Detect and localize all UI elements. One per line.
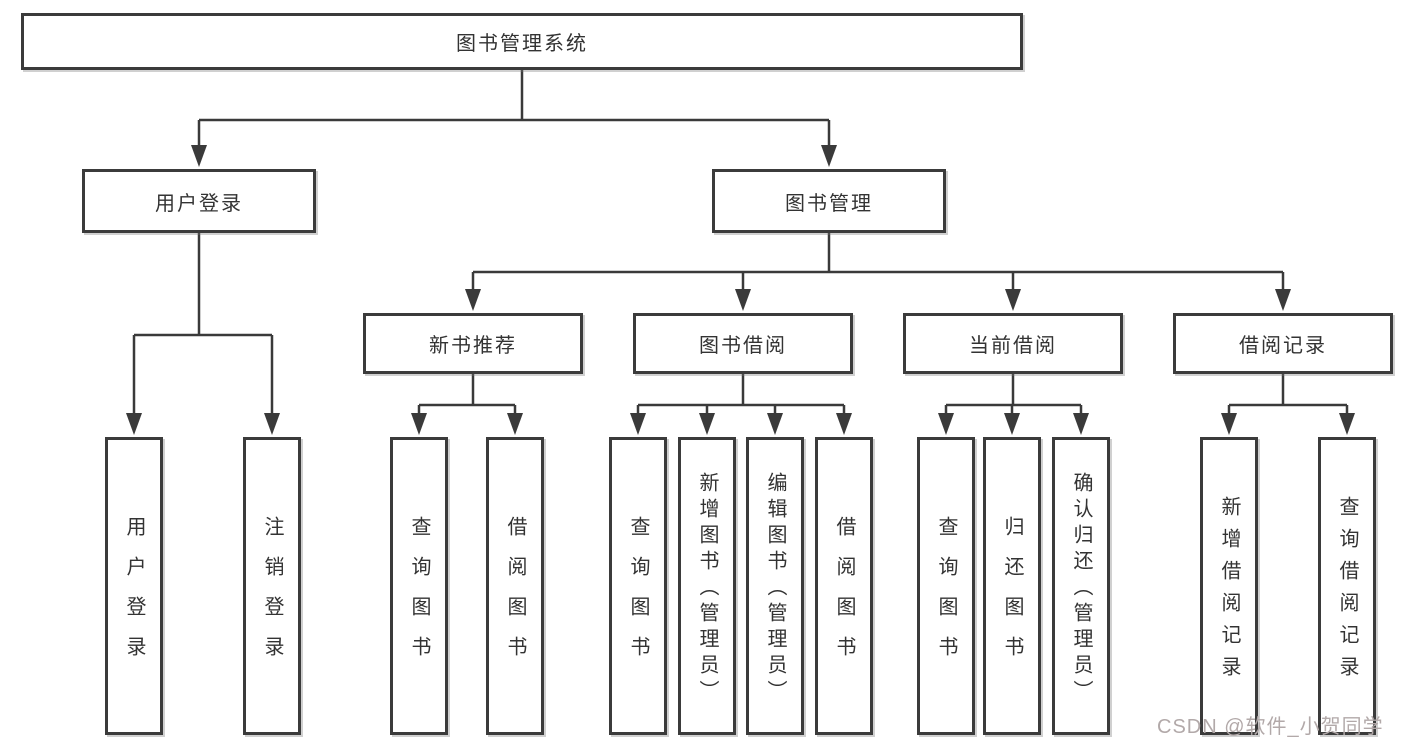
leaf-borrow-edit: 编辑图书（管理员）	[746, 437, 804, 735]
connector-root-to-level2	[197, 70, 831, 147]
leaf-current-search-label: 查询图书	[935, 516, 957, 676]
node-root-label: 图书管理系统	[456, 33, 588, 55]
leaf-records-add-label: 新增借阅记录	[1218, 496, 1240, 688]
leaf-logout-label: 注销登录	[261, 516, 283, 676]
node-borrow-records-label: 借阅记录	[1239, 335, 1327, 357]
node-borrow-records: 借阅记录	[1173, 313, 1393, 374]
node-book-mgmt-label: 图书管理	[785, 192, 873, 215]
leaf-current-return: 归还图书	[983, 437, 1041, 735]
node-root: 图书管理系统	[21, 13, 1023, 70]
connector-userlogin-to-leaves	[132, 233, 274, 415]
leaf-borrow-add-label: 新增图书（管理员）	[696, 472, 718, 706]
leaf-user-login-label: 用户登录	[123, 516, 145, 676]
leaf-current-search: 查询图书	[917, 437, 975, 735]
node-user-login: 用户登录	[82, 169, 316, 233]
leaf-newbooks-search-label: 查询图书	[408, 516, 430, 676]
node-current-borrow: 当前借阅	[903, 313, 1123, 374]
leaf-current-confirm-label: 确认归还（管理员）	[1070, 472, 1092, 706]
connector-groups-to-leaves	[417, 374, 1349, 415]
node-book-borrow: 图书借阅	[633, 313, 853, 374]
leaf-newbooks-search: 查询图书	[390, 437, 448, 735]
leaf-logout: 注销登录	[243, 437, 301, 735]
leaf-borrow-borrow: 借阅图书	[815, 437, 873, 735]
leaf-borrow-borrow-label: 借阅图书	[833, 516, 855, 676]
leaf-borrow-edit-label: 编辑图书（管理员）	[764, 472, 786, 706]
leaf-user-login: 用户登录	[105, 437, 163, 735]
leaf-current-return-label: 归还图书	[1001, 516, 1023, 676]
connector-bookmgmt-to-groups	[471, 233, 1285, 291]
leaf-borrow-search: 查询图书	[609, 437, 667, 735]
node-new-books: 新书推荐	[363, 313, 583, 374]
node-current-borrow-label: 当前借阅	[969, 335, 1057, 357]
leaf-records-search: 查询借阅记录	[1318, 437, 1376, 735]
leaf-borrow-search-label: 查询图书	[627, 516, 649, 676]
leaf-borrow-add: 新增图书（管理员）	[678, 437, 736, 735]
csdn-watermark: CSDN @软件_小贺同学	[1157, 716, 1384, 738]
leaf-newbooks-borrow-label: 借阅图书	[504, 516, 526, 676]
node-user-login-label: 用户登录	[155, 192, 243, 215]
leaf-newbooks-borrow: 借阅图书	[486, 437, 544, 735]
node-new-books-label: 新书推荐	[429, 335, 517, 357]
leaf-records-add: 新增借阅记录	[1200, 437, 1258, 735]
leaf-records-search-label: 查询借阅记录	[1336, 496, 1358, 688]
leaf-current-confirm: 确认归还（管理员）	[1052, 437, 1110, 735]
node-book-borrow-label: 图书借阅	[699, 335, 787, 357]
node-book-mgmt: 图书管理	[712, 169, 946, 233]
